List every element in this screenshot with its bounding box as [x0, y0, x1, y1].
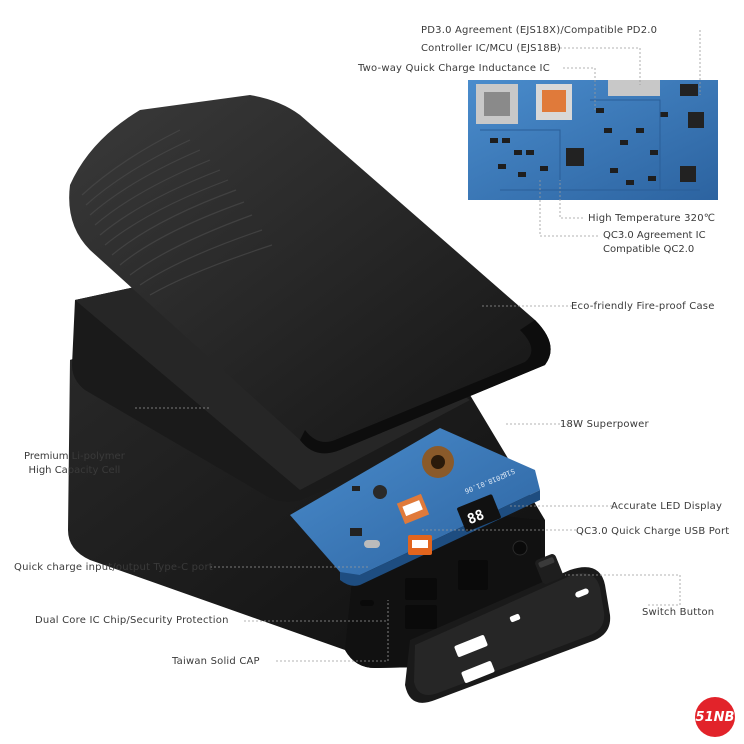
label-eco-case: Eco-friendly Fire-proof Case [571, 301, 715, 312]
brand-logo: 51NB [695, 697, 735, 737]
capacitor [373, 485, 387, 499]
typec-port [364, 540, 380, 548]
leader-lines [135, 30, 701, 662]
label-superpower: 18W Superpower [560, 419, 649, 430]
led-display [457, 494, 501, 532]
switch-hole [512, 540, 528, 556]
label-premium-line2: High Capacity Cell [28, 465, 121, 476]
label-twoway: Two-way Quick Charge Inductance IC [358, 63, 550, 74]
front-bezel [405, 567, 611, 703]
led-digits: 88 [465, 507, 487, 528]
label-qc30-line1: QC3.0 Agreement IC [603, 230, 706, 241]
label-taiwan-cap: Taiwan Solid CAP [172, 656, 260, 667]
switch-button-part [535, 554, 563, 584]
label-pd30: PD3.0 Agreement (EJS18X)/Compatible PD2.… [421, 25, 658, 36]
label-controller: Controller IC/MCU (EJS18B) [421, 43, 561, 54]
top-cover [69, 95, 551, 454]
label-qc30-agreement: QC3.0 Agreement IC Compatible QC2.0 [603, 229, 706, 257]
label-typec: Quick charge input/output Type-C port [14, 562, 213, 573]
label-qc30-line2: Compatible QC2.0 [603, 244, 695, 255]
pcb-closeup [468, 80, 718, 200]
pcb-board: 88 S18 2018.01.06 [290, 428, 540, 586]
label-premium-cell: Premium Li-polymer High Capacity Cell [24, 450, 125, 478]
label-high-temp: High Temperature 320℃ [588, 213, 716, 224]
label-switch: Switch Button [642, 607, 715, 618]
front-ports [360, 535, 528, 629]
label-dual-core: Dual Core IC Chip/Security Protection [35, 615, 229, 626]
label-led-display: Accurate LED Display [611, 501, 723, 512]
label-premium-line1: Premium Li-polymer [24, 451, 125, 462]
label-qc30-usb: QC3.0 Quick Charge USB Port [576, 526, 730, 537]
